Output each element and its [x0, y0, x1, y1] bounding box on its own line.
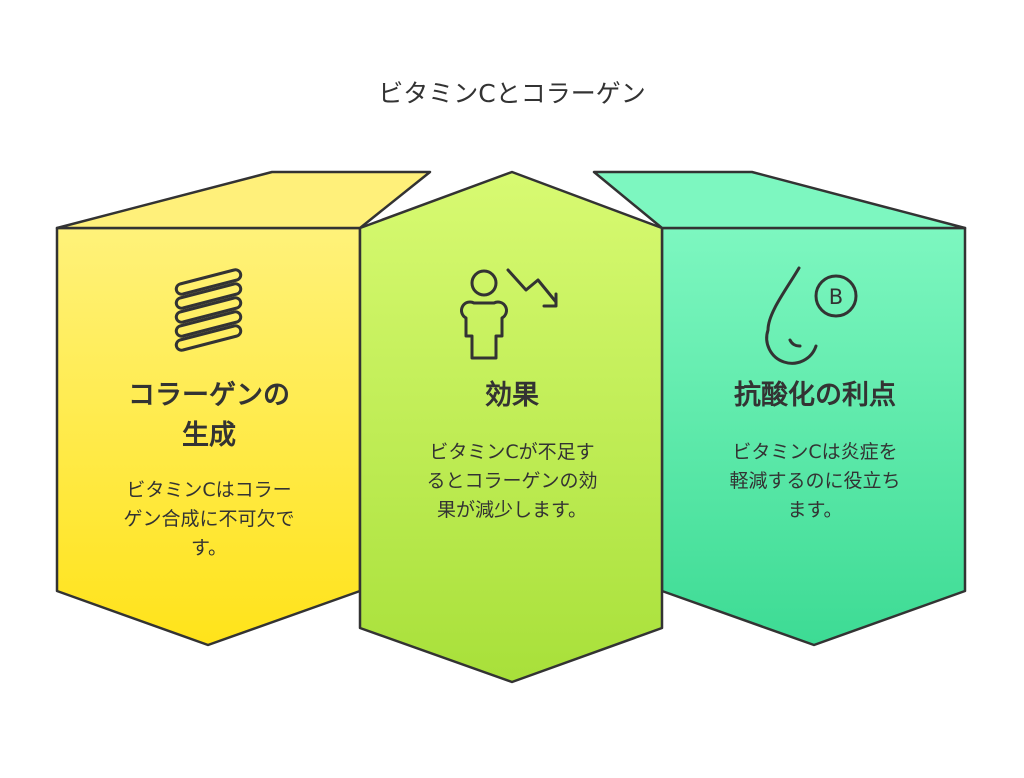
- person-declining-arrow-icon: [460, 268, 558, 360]
- panel-effect-body-line1: ビタミンCが不足す: [429, 441, 595, 463]
- panel-collagen-body-line1: ビタミンCはコラー: [126, 479, 292, 501]
- diagram-title: ビタミンCとコラーゲン: [378, 79, 646, 108]
- panel-antioxidant-body-line1: ビタミンCは炎症を: [732, 441, 898, 463]
- panel-effect-heading: 効果: [485, 380, 539, 411]
- panel-antioxidant-shape: [592, 170, 967, 647]
- panel-collagen-heading-line2: 生成: [182, 420, 236, 451]
- vitamin-b-label: B: [829, 285, 843, 309]
- panel-effect-body-line2: るとコラーゲンの効: [426, 470, 598, 492]
- droplet-vitamin-icon: [765, 266, 858, 365]
- panel-collagen-body-line2: ゲン合成に不可欠で: [123, 508, 295, 530]
- panel-effect-body-line3: 果が減少します。: [436, 499, 588, 521]
- panel-collagen-body-line3: す。: [190, 537, 228, 559]
- panel-collagen-shape: [55, 170, 432, 647]
- panel-antioxidant-heading: 抗酸化の利点: [734, 380, 896, 411]
- spring-coil-icon: [174, 268, 243, 352]
- panel-collagen-text: コラーゲンの 生成 ビタミンCはコラー ゲン合成に不可欠で す。: [70, 376, 348, 563]
- panel-effect-text: 効果 ビタミンCが不足す るとコラーゲンの効 果が減少します。: [372, 376, 652, 525]
- panel-antioxidant-body-line3: ます。: [787, 499, 843, 521]
- panel-antioxidant-text: 抗酸化の利点 ビタミンCは炎症を 軽減するのに役立ち ます。: [676, 376, 954, 525]
- panel-effect-shape: [358, 170, 664, 684]
- panel-antioxidant-body-line2: 軽減するのに役立ち: [729, 470, 901, 492]
- panel-collagen-heading-line1: コラーゲンの: [128, 380, 290, 411]
